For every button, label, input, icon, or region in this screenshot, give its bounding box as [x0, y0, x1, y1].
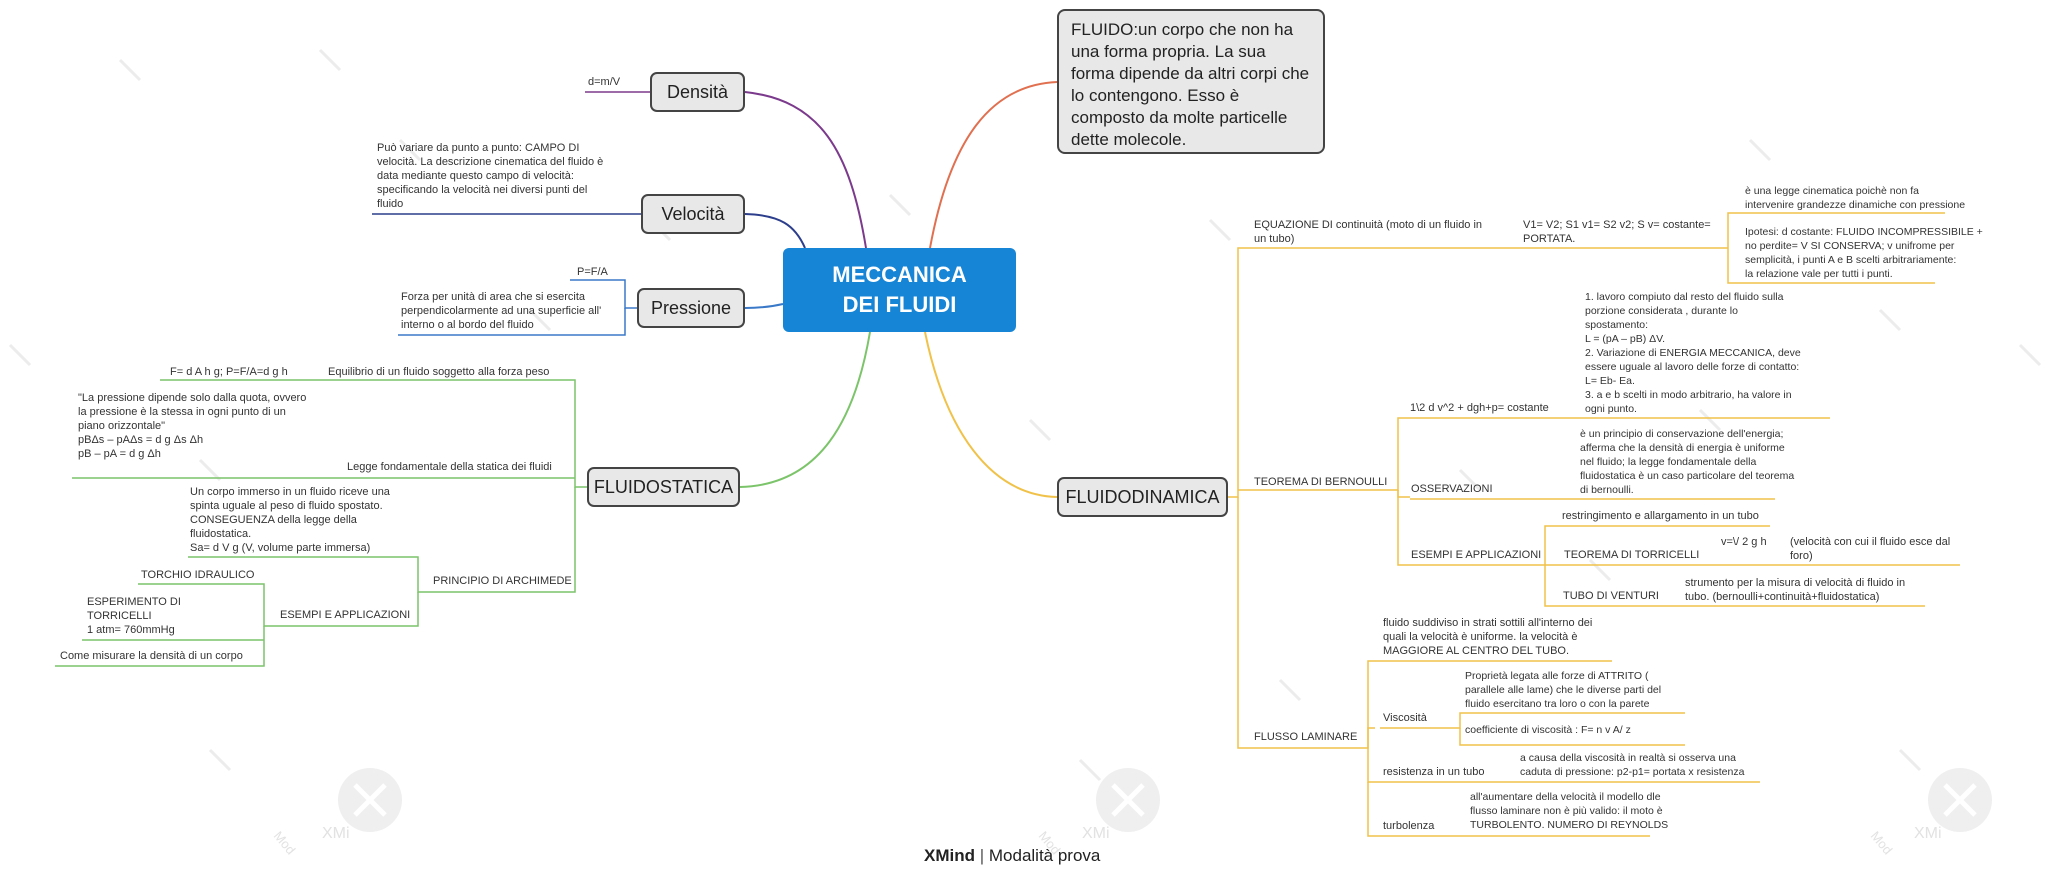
line-pressione-formula	[570, 279, 637, 309]
line-osservazioni	[1397, 490, 1410, 498]
line-continuita	[1228, 247, 1250, 498]
densita-formula: d=m/V	[588, 76, 621, 88]
branch-fluidostatica	[739, 331, 871, 488]
densita-node[interactable]: Densità	[650, 72, 745, 112]
line-esempi	[265, 592, 419, 627]
branch-densita	[744, 91, 867, 249]
laminare-label: FLUSSO LAMINARE	[1254, 731, 1358, 743]
torricelli-note: (velocità con cui il fluido esce dal for…	[1790, 536, 1951, 562]
venturi-note: strumento per la misura di velocità di f…	[1685, 577, 1906, 603]
line-laminare	[1237, 497, 1360, 749]
line-archimede-note	[188, 556, 420, 593]
branch-pressione	[744, 303, 784, 309]
pressione-note: Forza per unità di area che si esercita …	[401, 291, 602, 331]
line-densita-misura	[55, 626, 265, 667]
bernoulli-formula: 1\2 d v^2 + dgh+p= costante	[1410, 402, 1549, 414]
line-viscosita-stub	[1367, 727, 1375, 748]
torricelli-r-label: TEOREMA DI TORRICELLI	[1564, 549, 1700, 561]
legge-label: Legge fondamentale della statica dei flu…	[347, 461, 552, 473]
bernoulli-note: 1. lavoro compiuto dal resto del fluido …	[1585, 291, 1801, 415]
fluidostatica-node[interactable]: FLUIDOSTATICA	[587, 467, 740, 507]
footer-watermark: XMind | Modalità prova	[924, 846, 1100, 866]
continuita-note2: Ipotesi: d costante: FLUIDO INCOMPRESSIB…	[1745, 226, 1983, 280]
viscosita-label: Viscosità	[1383, 712, 1427, 724]
continuita-label: EQUAZIONE DI continuità (moto di un flui…	[1254, 219, 1483, 245]
venturi-label: TUBO DI VENTURI	[1563, 590, 1659, 602]
torricelli-formula: v=\/ 2 g h	[1721, 536, 1767, 548]
equilibrio-label: Equilibrio di un fluido soggetto alla fo…	[328, 366, 550, 378]
resistenza-note: a causa della viscosità in realtà si oss…	[1520, 752, 1745, 778]
continuita-note1: è una legge cinematica poichè non fa int…	[1745, 185, 1966, 211]
turbolenza-note: all'aumentare della velocità il modello …	[1470, 791, 1669, 831]
watermark-text: XMi Mod XMi Mod XMi Mod	[271, 825, 1942, 857]
footer-divider: |	[979, 846, 989, 865]
continuita-formula: V1= V2; S1 v1= S2 v2; S v= costante= POR…	[1523, 219, 1711, 245]
bernoulli-label: TEOREMA DI BERNOULLI	[1254, 476, 1388, 488]
equilibrio-formula: F= d A h g; P=F/A=d g h	[170, 366, 288, 378]
esempi-r-label: ESEMPI E APPLICAZIONI	[1411, 549, 1542, 561]
torchio-label: TORCHIO IDRAULICO	[141, 569, 255, 581]
wm-xmi-2: XMi	[1082, 825, 1110, 842]
branch-fluidodinamica	[924, 331, 1058, 498]
densita-misura-label: Come misurare la densità di un corpo	[60, 650, 243, 662]
osservazioni-label: OSSERVAZIONI	[1411, 483, 1493, 495]
root-title: MECCANICA DEI FLUIDI	[832, 262, 967, 317]
velocita-note: Può variare da punto a punto: CAMPO DI v…	[377, 142, 604, 210]
footer-brand: XMind	[924, 846, 975, 865]
root-node[interactable]: MECCANICA DEI FLUIDI	[783, 248, 1016, 332]
viscosita-coeff: coefficiente di viscosità : F= n v A/ z	[1465, 724, 1631, 736]
wm-mod-1: Mod	[271, 828, 299, 857]
line-venturi	[1544, 565, 1925, 607]
restringimento-label: restringimento e allargamento in un tubo	[1562, 510, 1759, 522]
line-laminare-note	[1360, 660, 1612, 749]
wm-mod-3: Mod	[1868, 828, 1896, 857]
esempi-label: ESEMPI E APPLICAZIONI	[280, 609, 411, 621]
line-viscosita-coeff	[1459, 728, 1685, 746]
line-bernoulli-formula	[1390, 417, 1570, 491]
legge-note: "La pressione dipende solo dalla quota, …	[78, 392, 307, 460]
archimede-label: PRINCIPIO DI ARCHIMEDE	[433, 575, 572, 587]
branch-fluido	[929, 81, 1058, 249]
line-turbolenza	[1367, 782, 1650, 837]
line-equilibrio	[160, 379, 587, 488]
torricelli-label: ESPERIMENTO DI TORRICELLI 1 atm= 760mmHg	[87, 596, 181, 636]
branch-velocita	[744, 213, 806, 249]
wm-xmi-1: XMi	[322, 825, 350, 842]
archimede-note: Un corpo immerso in un fluido riceve una…	[190, 486, 390, 554]
line-esempi-r	[1397, 490, 1537, 566]
footer-mode: Modalità prova	[988, 846, 1101, 865]
watermark-logo-marks	[353, 783, 1977, 817]
pressione-node[interactable]: Pressione	[637, 288, 745, 328]
wm-xmi-3: XMi	[1914, 825, 1942, 842]
turbolenza-label: turbolenza	[1383, 820, 1435, 832]
line-restringimento	[1537, 525, 1770, 566]
pressione-formula: P=F/A	[577, 266, 608, 278]
viscosita-note: Proprietà legata alle forze di ATTRITO (…	[1465, 670, 1662, 710]
laminare-note: fluido suddiviso in strati sottili all'i…	[1383, 617, 1593, 657]
fluido-definition-node[interactable]: FLUIDO:un corpo che non ha una forma pro…	[1057, 9, 1325, 154]
fluidodinamica-node[interactable]: FLUIDODINAMICA	[1057, 477, 1228, 517]
line-pressione-note	[398, 308, 626, 336]
line-viscosita-note	[1455, 712, 1685, 729]
line-continuita-note2	[1727, 248, 1935, 284]
line-continuita-note1	[1727, 212, 1945, 248]
velocita-node[interactable]: Velocità	[641, 194, 745, 234]
osservazioni-note: è un principio di conservazione dell'ene…	[1580, 428, 1795, 496]
resistenza-label: resistenza in un tubo	[1383, 766, 1485, 778]
line-archimede	[420, 487, 576, 593]
